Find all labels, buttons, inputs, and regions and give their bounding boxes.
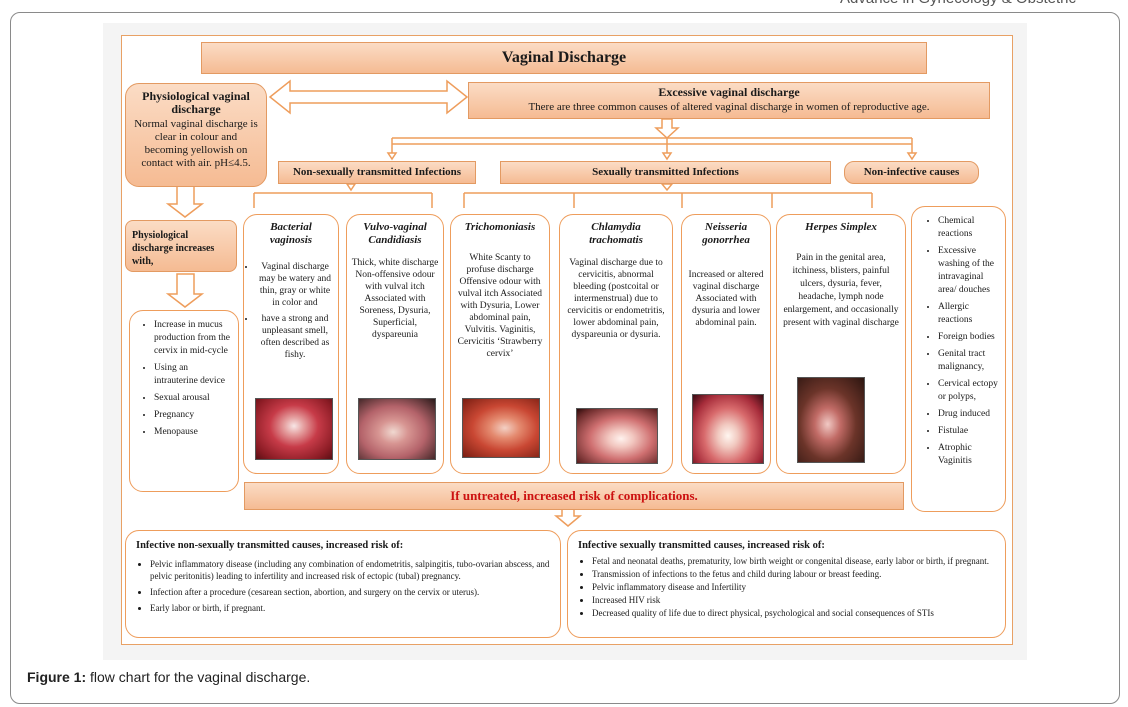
list-item: Early labor or birth, if pregnant. [150, 602, 552, 614]
list-item: Fistulae [938, 425, 1001, 438]
double-arrow [268, 79, 469, 115]
vvc-photo [358, 398, 436, 460]
excessive-box: Excessive vaginal discharge There are th… [468, 82, 990, 119]
clipped-header-text: Advance in Gynecology & Obstetric Resear… [840, 0, 1128, 8]
risk-sti-box: Infective sexually transmitted causes, i… [567, 530, 1006, 638]
list-item: Vaginal discharge may be watery and thin… [256, 261, 334, 309]
non-infective-list-box: Chemical reactions Excessive washing of … [911, 206, 1006, 512]
list-item: Chemical reactions [938, 215, 1001, 241]
physio-increases-title: Physiological discharge increases with, [132, 230, 215, 267]
list-item: Using an intrauterine device [154, 362, 234, 388]
list-item: Allergic reactions [938, 301, 1001, 327]
physio-increases-box: Physiological discharge increases with, [125, 220, 237, 272]
vvc-title: Vulvo-vaginal Candidiasis [363, 221, 427, 246]
vvc-text: Thick, white discharge Non-offensive odo… [351, 258, 439, 340]
physio-increases-list: Increase in mucus production from the ce… [140, 319, 234, 439]
neisseria-text: Increased or altered vaginal discharge A… [688, 270, 764, 328]
excessive-text: There are three common causes of altered… [528, 101, 930, 113]
tricho-text: White Scanty to profuse discharge Offens… [457, 253, 543, 359]
bacterial-vaginosis-photo [255, 398, 333, 460]
chlamydia-title: Chlamydia trachomatis [589, 221, 643, 246]
risk-sti-list: Fetal and neonatal deaths, prematurity, … [578, 556, 997, 619]
connectors-layer [165, 79, 918, 527]
list-item: Increase in mucus production from the ce… [154, 319, 234, 358]
excessive-title: Excessive vaginal discharge [658, 85, 800, 99]
chlamydia-text: Vaginal discharge due to cervicitis, abn… [567, 258, 665, 340]
category-non-sti: Non-sexually transmitted Infections [278, 161, 476, 184]
list-item: Foreign bodies [938, 331, 1001, 344]
neisseria-photo [692, 394, 764, 464]
list-item: Excessive washing of the intravaginal ar… [938, 245, 1001, 297]
list-item: Fetal and neonatal deaths, prematurity, … [592, 556, 997, 567]
tricho-title: Trichomoniasis [464, 221, 536, 233]
title-bar: Vaginal Discharge [201, 42, 927, 74]
list-item: Pelvic inflammatory disease (including a… [150, 558, 552, 582]
list-item: Infection after a procedure (cesarean se… [150, 586, 552, 598]
caption-label: Figure 1: [27, 669, 87, 685]
arrow-untreated-down [553, 507, 583, 527]
category-sti: Sexually transmitted Infections [500, 161, 831, 184]
herpes-title: Herpes Simplex [805, 221, 877, 233]
flow-chart: Vaginal Discharge Physiological vaginal … [121, 35, 1013, 645]
non-infective-list: Chemical reactions Excessive washing of … [924, 215, 1001, 468]
caption-text: flow chart for the vaginal discharge. [86, 669, 311, 685]
herpes-text: Pain in the genital area, itchiness, bli… [783, 253, 899, 328]
physio-increases-list-box: Increase in mucus production from the ce… [129, 310, 239, 492]
list-item: Genital tract malignancy, [938, 348, 1001, 374]
list-item: Drug induced [938, 408, 1001, 421]
bv-list: Vaginal discharge may be watery and thin… [248, 261, 334, 361]
physiological-box: Physiological vaginal discharge Normal v… [125, 83, 267, 187]
list-item: Transmission of infections to the fetus … [592, 569, 997, 580]
figure-caption: Figure 1: flow chart for the vaginal dis… [27, 669, 310, 685]
herpes-photo [797, 377, 865, 463]
list-item: Decreased quality of life due to direct … [592, 608, 997, 619]
trichomoniasis-photo [462, 398, 540, 458]
arrow-excessive-down [654, 118, 680, 140]
list-item: Cervical ectopy or polyps, [938, 378, 1001, 404]
list-item: Sexual arousal [154, 392, 234, 405]
chlamydia-photo [576, 408, 658, 464]
arrow-increases-down [165, 273, 205, 308]
physiological-text: Normal vaginal discharge is clear in col… [134, 118, 258, 169]
list-item: Increased HIV risk [592, 595, 997, 606]
category-non-infective: Non-infective causes [844, 161, 979, 184]
bv-title: Bacterial vaginosis [269, 221, 313, 246]
untreated-warning-bar: If untreated, increased risk of complica… [244, 482, 904, 510]
list-item: have a strong and unpleasant smell, ofte… [256, 313, 334, 361]
list-item: Menopause [154, 426, 234, 439]
risk-sti-title: Infective sexually transmitted causes, i… [578, 540, 825, 551]
risk-non-sti-title: Infective non-sexually transmitted cause… [136, 540, 404, 551]
list-item: Atrophic Vaginitis [938, 442, 1001, 468]
arrow-physio-down [165, 185, 205, 218]
risk-non-sti-list: Pelvic inflammatory disease (including a… [136, 558, 552, 614]
list-item: Pregnancy [154, 409, 234, 422]
list-item: Pelvic inflammatory disease and Infertil… [592, 582, 997, 593]
neisseria-title: Neisseria gonorrhea [702, 221, 750, 246]
physiological-title: Physiological vaginal discharge [142, 89, 250, 116]
risk-non-sti-box: Infective non-sexually transmitted cause… [125, 530, 561, 638]
